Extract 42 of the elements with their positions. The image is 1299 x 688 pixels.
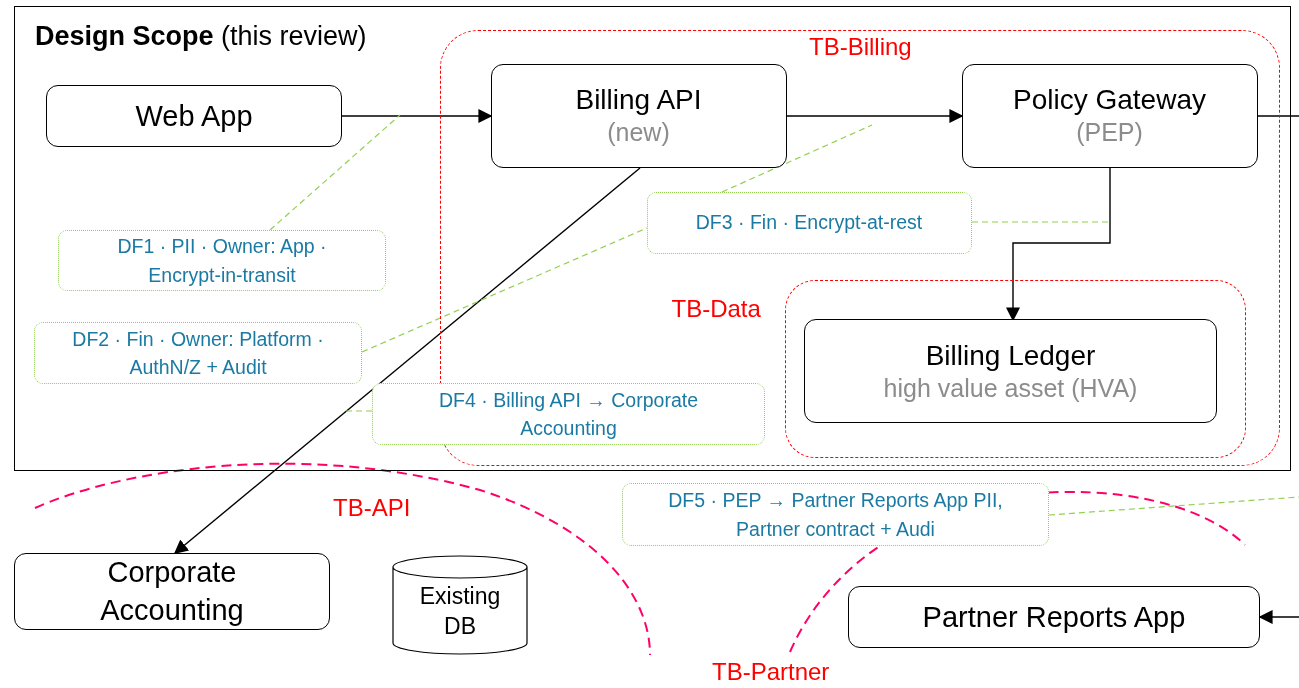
note-text: DF4 · Billing API → Corporate Accounting	[438, 387, 699, 441]
process-box	[14, 553, 330, 630]
boundary-label: TB-Partner	[712, 658, 830, 686]
box-sublabel: (new)	[607, 117, 670, 149]
note-text: DF3 · Fin · Encrypt-at-rest	[695, 210, 923, 236]
process-box	[961, 63, 1258, 168]
process-box	[804, 319, 1217, 423]
box-label: Web App	[135, 98, 253, 134]
box-sublabel: (PEP)	[1076, 117, 1143, 149]
boundary-label: TB-API	[333, 494, 411, 522]
process-box	[848, 586, 1260, 648]
box-label: Billing API	[575, 83, 702, 118]
leader-line	[971, 221, 1111, 223]
leader-line	[344, 410, 373, 412]
box-label: Policy Gateway	[1013, 83, 1206, 118]
arrow	[173, 167, 641, 554]
arrow	[786, 109, 964, 123]
arrow	[1258, 610, 1299, 624]
note-text: DF2 · Fin · Owner: Platform · AuthN/Z + Audit	[71, 326, 325, 380]
data-flow-note	[34, 322, 362, 384]
data-flow-note	[58, 230, 386, 291]
box-label: Corporate Accounting	[99, 554, 245, 628]
note-text: DF5 · PEP → Partner Reports App PII, Partner contract + Audi	[667, 488, 1004, 542]
box-sublabel: high value asset (HVA)	[883, 372, 1138, 404]
process-box	[46, 85, 342, 147]
leader-line	[721, 124, 873, 193]
arrow	[341, 109, 493, 123]
box-label: Billing Ledger	[925, 338, 1096, 373]
box-label: Partner Reports App	[922, 599, 1186, 635]
box-label: Existing DB	[418, 582, 502, 641]
trust-boundary	[440, 30, 1280, 466]
note-text: DF1 · PII · Owner: App · Encrypt-in-transit	[116, 234, 328, 288]
boundary-label: TB-Billing	[809, 33, 912, 61]
scope-frame	[14, 6, 1291, 471]
scope-title: Design Scope (this review)	[35, 21, 367, 52]
data-flow-note	[646, 191, 972, 254]
leader-line	[1048, 496, 1299, 516]
process-box	[490, 63, 787, 168]
data-flow-note	[622, 483, 1049, 546]
leader-line	[269, 114, 401, 231]
data-flow-note	[372, 383, 765, 445]
boundary-label: TB-Data	[671, 294, 761, 323]
